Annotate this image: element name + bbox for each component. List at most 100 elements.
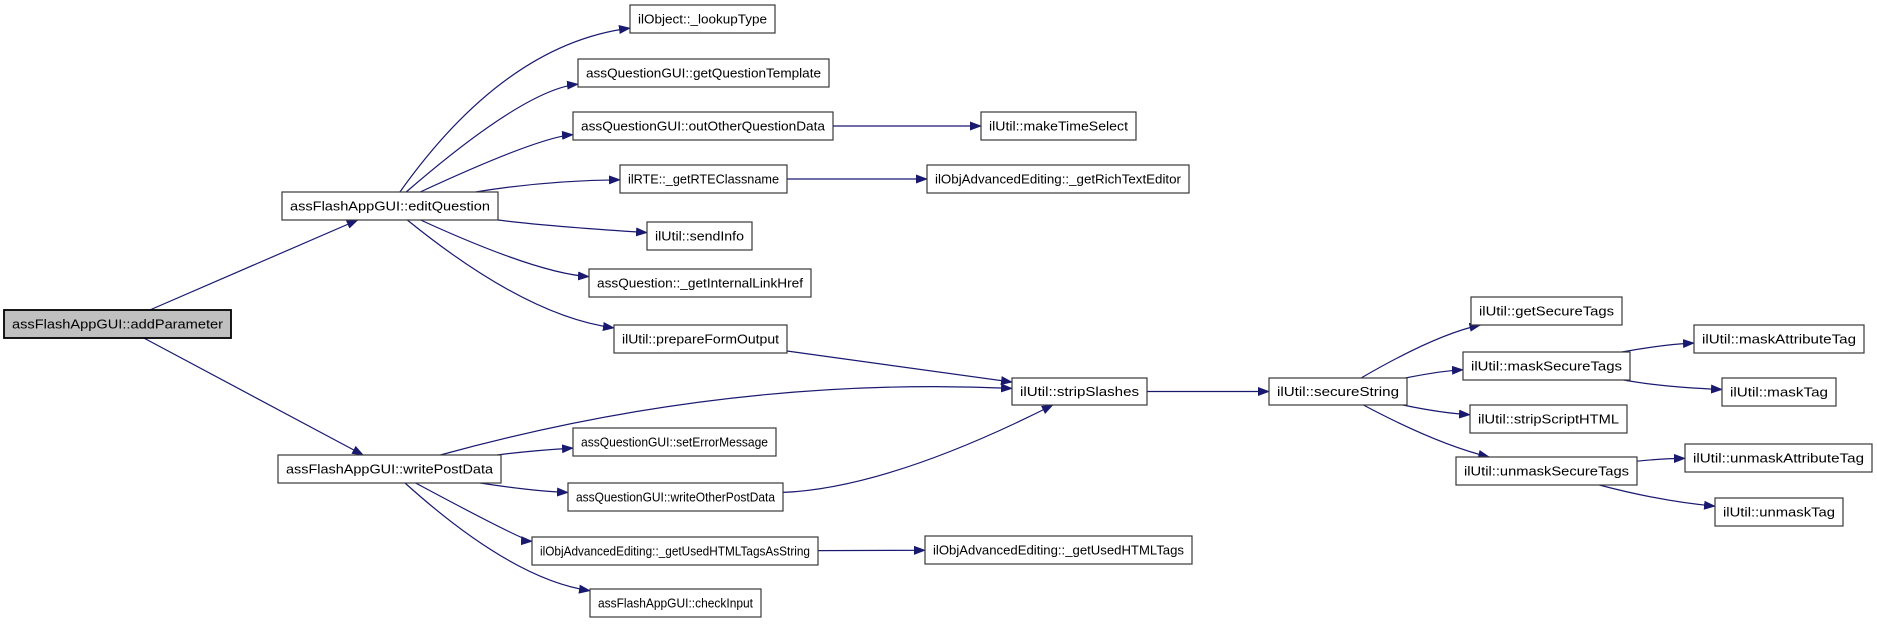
edge-writePostData-to-stripSlashes	[440, 383, 1013, 456]
node-maskAttributeTag[interactable]: ilUtil::maskAttributeTag	[1693, 324, 1865, 354]
node-label-maskAttributeTag: ilUtil::maskAttributeTag	[1702, 332, 1856, 347]
node-label-getRTEClassname: ilRTE::_getRTEClassname	[628, 172, 779, 187]
node-getRichTextEditor[interactable]: ilObjAdvancedEditing::_getRichTextEditor	[926, 164, 1190, 194]
node-label-editQuestion: assFlashAppGUI::editQuestion	[290, 199, 490, 214]
edge-editQuestion-to-getRTEClassname	[475, 175, 621, 193]
node-box-unmaskTag[interactable]	[1714, 497, 1844, 527]
node-label-checkInput: assFlashAppGUI::checkInput	[598, 596, 753, 611]
node-box-maskSecureTags[interactable]	[1462, 351, 1631, 381]
node-label-maskSecureTags: ilUtil::maskSecureTags	[1471, 359, 1623, 374]
edge-secureString-to-unmaskSecureTags	[1363, 404, 1491, 459]
node-box-getUsedHTMLTags[interactable]	[924, 535, 1193, 565]
edge-maskSecureTags-to-maskAttributeTag	[1621, 339, 1695, 353]
node-getSecureTags[interactable]: ilUtil::getSecureTags	[1470, 296, 1623, 326]
edge-secureString-to-maskSecureTags	[1405, 365, 1464, 379]
node-getInternalLinkHref[interactable]: assQuestion::_getInternalLinkHref	[588, 268, 812, 298]
node-outOtherQuestionData[interactable]: assQuestionGUI::outOtherQuestionData	[572, 111, 834, 141]
node-unmaskTag[interactable]: ilUtil::unmaskTag	[1714, 497, 1844, 527]
node-label-makeTimeSelect: ilUtil::makeTimeSelect	[989, 119, 1128, 134]
node-getUsedHTMLTags[interactable]: ilObjAdvancedEditing::_getUsedHTMLTags	[924, 535, 1193, 565]
edge-unmaskSecureTags-to-unmaskAttributeTag	[1636, 453, 1686, 463]
node-unmaskAttributeTag[interactable]: ilUtil::unmaskAttributeTag	[1684, 443, 1873, 473]
edge-editQuestion-to-sendInfo	[497, 219, 648, 237]
edge-writePostData-to-setErrorMessage	[497, 444, 574, 456]
edge-editQuestion-to-lookupType	[399, 25, 631, 193]
node-getRTEClassname[interactable]: ilRTE::_getRTEClassname	[619, 164, 788, 194]
node-box-getQuestionTemplate[interactable]	[577, 58, 830, 88]
node-label-getSecureTags: ilUtil::getSecureTags	[1479, 304, 1615, 319]
node-makeTimeSelect[interactable]: ilUtil::makeTimeSelect	[980, 111, 1137, 141]
node-box-getSecureTags[interactable]	[1470, 296, 1623, 326]
node-writeOtherPostData[interactable]: assQuestionGUI::writeOtherPostData	[567, 482, 784, 512]
node-box-unmaskSecureTags[interactable]	[1455, 456, 1638, 486]
node-stripSlashes[interactable]: ilUtil::stripSlashes	[1011, 377, 1148, 406]
node-box-maskAttributeTag[interactable]	[1693, 324, 1865, 354]
node-box-stripScriptHTML[interactable]	[1469, 404, 1628, 434]
edge-editQuestion-to-getInternalLinkHref	[420, 219, 590, 281]
node-sendInfo[interactable]: ilUtil::sendInfo	[646, 221, 753, 251]
node-box-getRichTextEditor[interactable]	[926, 164, 1190, 194]
node-label-prepareFormOutput: ilUtil::prepareFormOutput	[622, 332, 779, 347]
edge-editQuestion-to-prepareFormOutput	[406, 219, 615, 331]
node-label-unmaskTag: ilUtil::unmaskTag	[1723, 505, 1835, 520]
node-box-getRTEClassname[interactable]	[619, 164, 788, 194]
node-box-setErrorMessage[interactable]	[572, 427, 777, 457]
node-secureString[interactable]: ilUtil::secureString	[1268, 377, 1408, 406]
node-lookupType[interactable]: ilObject::_lookupType	[629, 4, 776, 34]
node-box-prepareFormOutput[interactable]	[613, 324, 788, 354]
node-label-maskTag: ilUtil::maskTag	[1730, 385, 1828, 400]
node-getQuestionTemplate[interactable]: assQuestionGUI::getQuestionTemplate	[577, 58, 830, 88]
edge-maskSecureTags-to-maskTag	[1623, 379, 1723, 394]
edge-secureString-to-stripScriptHTML	[1402, 404, 1471, 419]
node-box-stripSlashes[interactable]	[1011, 377, 1148, 406]
node-maskSecureTags[interactable]: ilUtil::maskSecureTags	[1462, 351, 1631, 381]
node-addParameter: assFlashAppGUI::addParameter	[3, 309, 232, 339]
node-label-getUsedHTMLTagsAsString: ilObjAdvancedEditing::_getUsedHTMLTagsAs…	[540, 544, 810, 559]
node-maskTag[interactable]: ilUtil::maskTag	[1721, 377, 1837, 407]
node-label-stripSlashes: ilUtil::stripSlashes	[1020, 384, 1140, 399]
node-box-makeTimeSelect[interactable]	[980, 111, 1137, 141]
node-box-unmaskAttributeTag[interactable]	[1684, 443, 1873, 473]
node-label-getQuestionTemplate: assQuestionGUI::getQuestionTemplate	[586, 66, 821, 81]
node-box-writePostData[interactable]	[277, 454, 502, 484]
node-label-unmaskSecureTags: ilUtil::unmaskSecureTags	[1464, 464, 1630, 479]
edge-unmaskSecureTags-to-unmaskTag	[1599, 484, 1716, 510]
node-layer: assFlashAppGUI::addParameterassFlashAppG…	[3, 4, 1873, 618]
edge-writePostData-to-getUsedHTMLTagsAsString	[415, 482, 533, 546]
node-stripScriptHTML[interactable]: ilUtil::stripScriptHTML	[1469, 404, 1628, 434]
node-label-outOtherQuestionData: assQuestionGUI::outOtherQuestionData	[581, 119, 826, 134]
node-box-editQuestion[interactable]	[281, 191, 499, 221]
node-prepareFormOutput[interactable]: ilUtil::prepareFormOutput	[613, 324, 788, 354]
node-box-getUsedHTMLTagsAsString[interactable]	[531, 536, 819, 566]
node-box-secureString[interactable]	[1268, 377, 1408, 406]
node-label-getUsedHTMLTags: ilObjAdvancedEditing::_getUsedHTMLTags	[933, 543, 1184, 558]
node-label-unmaskAttributeTag: ilUtil::unmaskAttributeTag	[1693, 451, 1864, 466]
node-box-lookupType[interactable]	[629, 4, 776, 34]
node-label-getRichTextEditor: ilObjAdvancedEditing::_getRichTextEditor	[935, 172, 1182, 187]
node-box-writeOtherPostData[interactable]	[567, 482, 784, 512]
node-box-getInternalLinkHref[interactable]	[588, 268, 812, 298]
edge-addParameter-to-editQuestion	[149, 219, 359, 311]
node-label-getInternalLinkHref: assQuestion::_getInternalLinkHref	[597, 276, 803, 291]
node-getUsedHTMLTagsAsString[interactable]: ilObjAdvancedEditing::_getUsedHTMLTagsAs…	[531, 536, 819, 566]
edge-layer	[143, 25, 1723, 594]
node-box-outOtherQuestionData[interactable]	[572, 111, 834, 141]
node-label-writeOtherPostData: assQuestionGUI::writeOtherPostData	[576, 490, 776, 505]
node-label-addParameter: assFlashAppGUI::addParameter	[12, 317, 224, 332]
node-box-maskTag[interactable]	[1721, 377, 1837, 407]
node-unmaskSecureTags[interactable]: ilUtil::unmaskSecureTags	[1455, 456, 1638, 486]
node-box-sendInfo[interactable]	[646, 221, 753, 251]
node-setErrorMessage[interactable]: assQuestionGUI::setErrorMessage	[572, 427, 777, 457]
edge-writeOtherPostData-to-stripSlashes	[782, 404, 1054, 493]
edge-writePostData-to-writeOtherPostData	[480, 482, 569, 497]
node-label-setErrorMessage: assQuestionGUI::setErrorMessage	[581, 435, 768, 450]
edge-editQuestion-to-getQuestionTemplate	[405, 80, 579, 193]
edge-prepareFormOutput-to-stripSlashes	[786, 350, 1013, 386]
node-editQuestion[interactable]: assFlashAppGUI::editQuestion	[281, 191, 499, 221]
node-checkInput[interactable]: assFlashAppGUI::checkInput	[589, 588, 762, 618]
node-writePostData[interactable]: assFlashAppGUI::writePostData	[277, 454, 502, 484]
node-label-secureString: ilUtil::secureString	[1277, 384, 1399, 399]
node-box-checkInput[interactable]	[589, 588, 762, 618]
